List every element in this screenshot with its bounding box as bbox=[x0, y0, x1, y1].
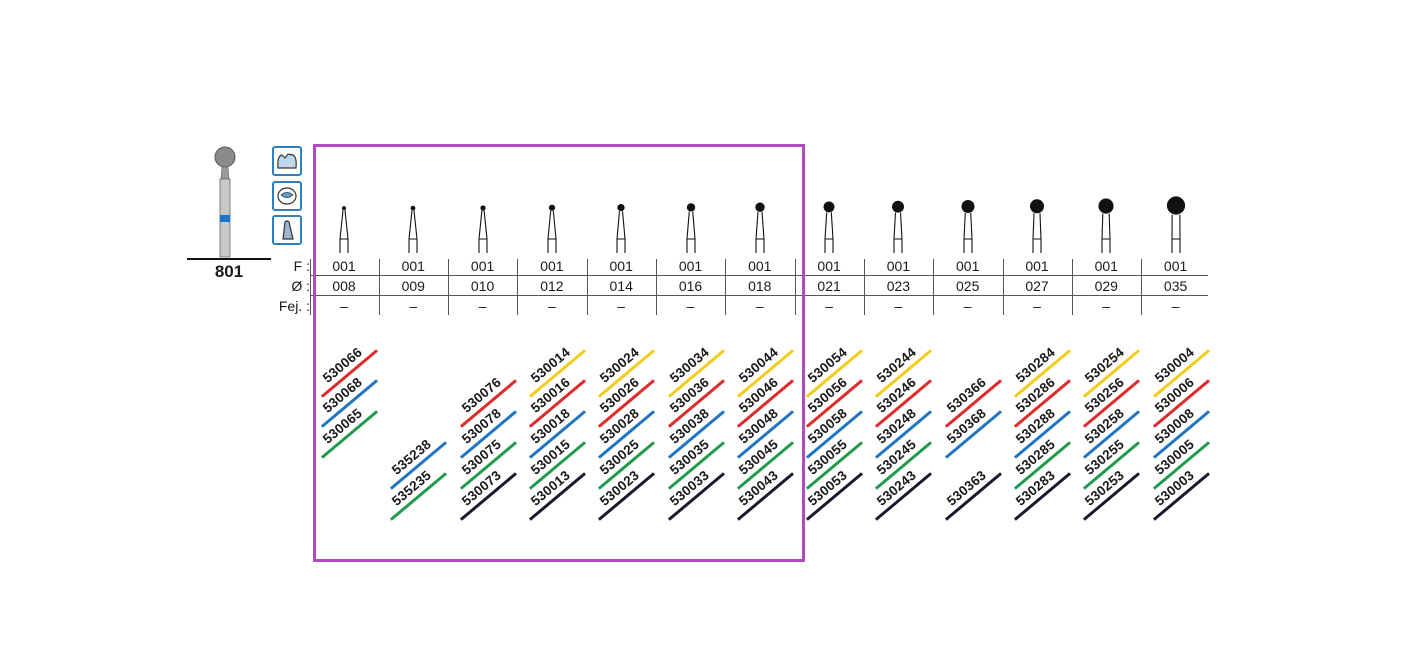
bur-shape-icon bbox=[547, 204, 557, 253]
bur-shape-icon bbox=[823, 201, 835, 253]
bur-shape-icon bbox=[1029, 199, 1045, 253]
cell-fej: – bbox=[825, 298, 833, 314]
tooth-root-icon bbox=[272, 215, 302, 245]
model-number: 801 bbox=[214, 262, 244, 281]
cell-f: 001 bbox=[401, 258, 425, 274]
cell-f: 001 bbox=[609, 258, 633, 274]
column-divider bbox=[448, 259, 450, 315]
column-divider bbox=[378, 259, 380, 315]
bur-shape-icon bbox=[755, 202, 765, 253]
round-bur-image bbox=[214, 146, 236, 258]
model-underline bbox=[187, 258, 271, 260]
cell-f: 001 bbox=[1025, 258, 1049, 274]
cell-fej: – bbox=[547, 298, 556, 314]
highlight-frame bbox=[313, 144, 805, 562]
bur-shape-icon bbox=[892, 200, 905, 253]
filling-icon bbox=[272, 181, 302, 211]
cell-f: 001 bbox=[817, 258, 841, 274]
cell-fej: – bbox=[409, 298, 418, 314]
column-divider bbox=[794, 259, 796, 315]
cell-f: 001 bbox=[540, 258, 564, 274]
bur-shape-icon bbox=[478, 205, 488, 253]
cell-d: 010 bbox=[470, 278, 495, 294]
cell-d: 035 bbox=[1163, 278, 1188, 294]
cell-f: 001 bbox=[332, 258, 356, 274]
cell-fej: – bbox=[755, 298, 764, 314]
cell-d: 014 bbox=[609, 278, 633, 294]
cell-d: 023 bbox=[886, 278, 911, 294]
cell-d: 025 bbox=[956, 278, 980, 294]
column-divider bbox=[656, 259, 657, 315]
column-divider bbox=[725, 259, 727, 315]
column-divider bbox=[586, 259, 588, 315]
bur-shape-icon bbox=[1098, 198, 1114, 253]
cell-fej: – bbox=[478, 298, 487, 314]
bur-shape-icon bbox=[339, 206, 349, 253]
label-figure: F : bbox=[293, 258, 310, 274]
column-divider bbox=[517, 259, 519, 315]
column-divider bbox=[863, 259, 865, 315]
column-divider bbox=[1071, 259, 1073, 315]
cell-f: 001 bbox=[956, 258, 980, 274]
cell-fej: – bbox=[1033, 298, 1041, 314]
cell-d: 009 bbox=[401, 278, 425, 294]
label-diameter: Ø : bbox=[291, 278, 310, 294]
cell-f: 001 bbox=[1163, 258, 1188, 274]
cell-d: 016 bbox=[678, 278, 703, 294]
table-line-2 bbox=[310, 295, 1208, 296]
table-line-1 bbox=[310, 275, 1208, 276]
column-divider bbox=[1002, 259, 1004, 315]
bur-shape-icon bbox=[1166, 196, 1185, 253]
cell-fej: – bbox=[963, 298, 972, 314]
cell-fej: – bbox=[340, 298, 348, 314]
order-code: 530363 bbox=[933, 459, 1002, 521]
cell-d: 018 bbox=[748, 278, 772, 294]
cell-fej: – bbox=[894, 298, 903, 314]
cell-f: 001 bbox=[748, 258, 772, 274]
label-heads: Fej. : bbox=[278, 298, 310, 314]
cell-f: 001 bbox=[470, 258, 495, 274]
cell-f: 001 bbox=[678, 258, 703, 274]
cell-d: 008 bbox=[332, 278, 356, 294]
cell-fej: – bbox=[686, 298, 695, 314]
cell-f: 001 bbox=[1094, 258, 1118, 274]
cell-fej: – bbox=[617, 298, 626, 314]
bur-shape-icon bbox=[616, 203, 626, 253]
bur-shape-icon bbox=[685, 203, 696, 253]
cell-fej: – bbox=[1171, 298, 1180, 314]
cell-fej: – bbox=[1102, 298, 1111, 314]
bur-shape-icon bbox=[408, 205, 418, 253]
label-divider bbox=[310, 259, 311, 315]
cell-f: 001 bbox=[886, 258, 911, 274]
cell-d: 027 bbox=[1025, 278, 1049, 294]
cell-d: 012 bbox=[540, 278, 564, 294]
cell-d: 021 bbox=[817, 278, 841, 294]
column-divider bbox=[933, 259, 935, 315]
bur-shape-icon bbox=[961, 200, 975, 253]
column-divider bbox=[1141, 259, 1143, 315]
crown-prep-icon bbox=[272, 146, 302, 176]
cell-d: 029 bbox=[1094, 278, 1118, 294]
